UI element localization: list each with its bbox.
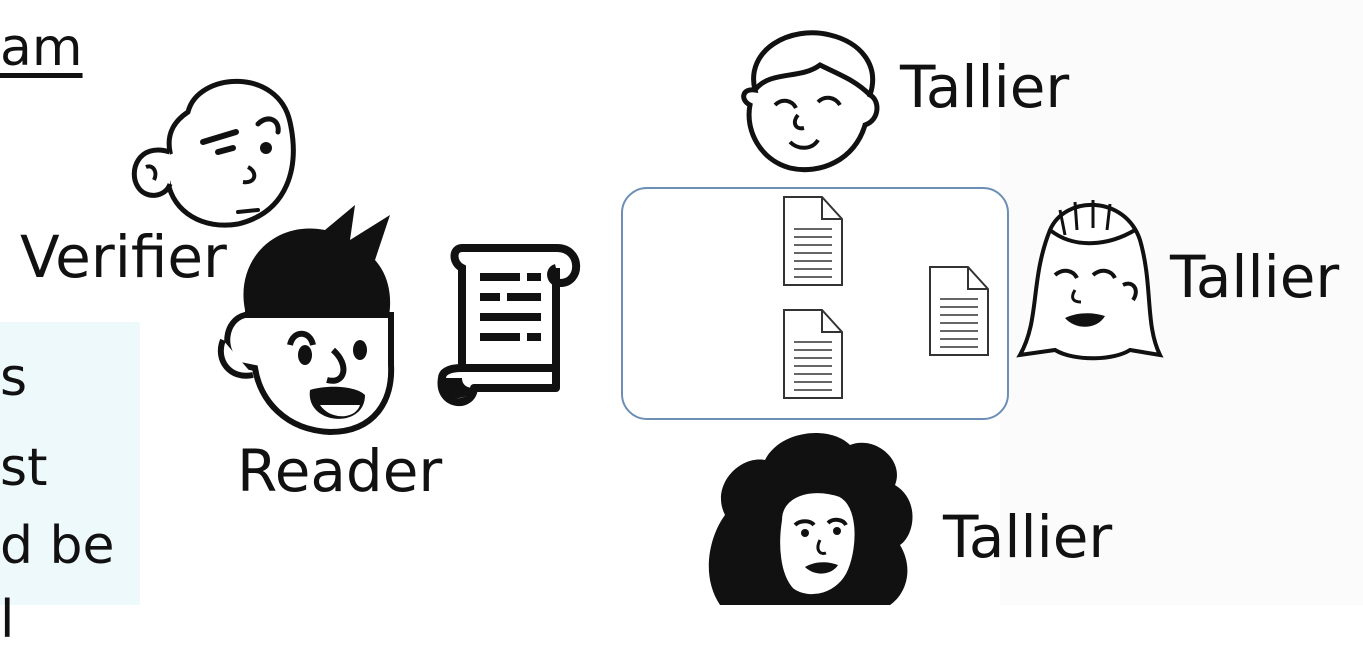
tallier-top-label: Tallier (900, 53, 1070, 121)
side-text-line: d be (0, 516, 115, 576)
man-face-icon (741, 30, 880, 173)
document-icon (783, 196, 843, 286)
document-icon (929, 266, 989, 356)
verifier-label: Verifier (20, 223, 227, 291)
title-fragment: am (0, 18, 83, 78)
side-text-line: s (0, 348, 28, 408)
side-text-line: l (0, 590, 15, 650)
woman-face-icon (1016, 200, 1164, 361)
bald-man-icon (131, 78, 296, 228)
tallier-right-label: Tallier (1170, 243, 1340, 311)
side-text-line: st (0, 438, 48, 498)
side-text-panel: s st d be l (0, 322, 140, 646)
reader-man-icon (217, 205, 395, 436)
document-icon (783, 309, 843, 399)
scroll-icon (437, 244, 581, 407)
reader-label: Reader (237, 437, 443, 505)
tallier-bottom-label: Tallier (943, 503, 1113, 571)
curly-hair-woman-icon (708, 433, 913, 605)
